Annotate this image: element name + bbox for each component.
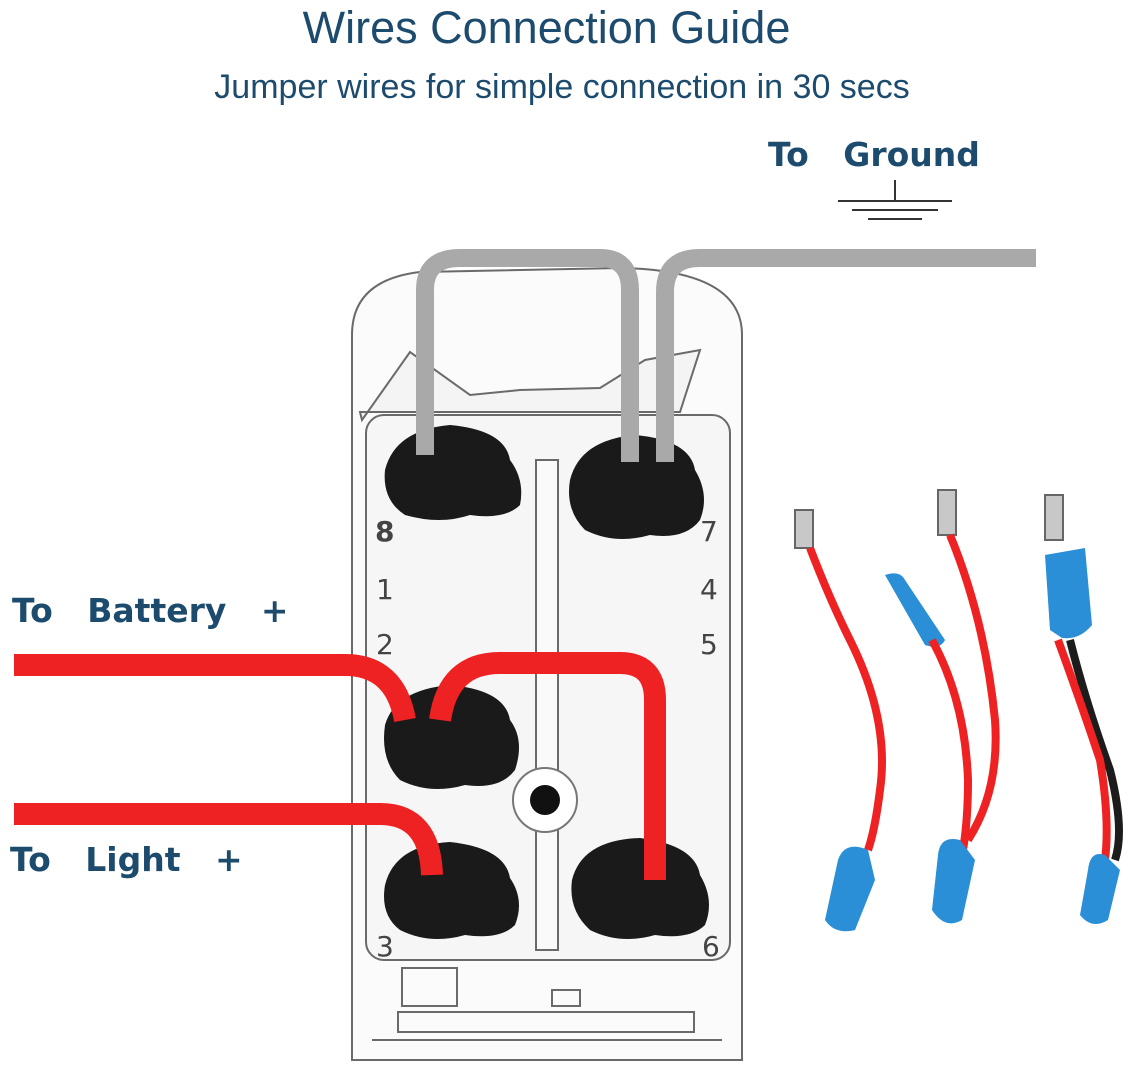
jumper-harness-3 <box>1044 494 1123 924</box>
jumper-harness-1 <box>794 509 975 932</box>
jumper-harness-2 <box>937 489 1000 843</box>
battery-label: To Battery + <box>12 591 289 630</box>
pin-label-1: 1 <box>376 573 394 606</box>
terminal-3 <box>384 842 519 939</box>
red-battery-wire <box>14 652 666 880</box>
ground-symbol <box>838 180 952 220</box>
pin-label-7: 7 <box>700 515 718 548</box>
pin-label-3: 3 <box>376 930 394 963</box>
pin-label-4: 4 <box>700 573 718 606</box>
red-light-wire <box>14 803 443 876</box>
gray-jumper-wire <box>416 249 1036 462</box>
pin-label-6: 6 <box>702 930 720 963</box>
pin-label-2: 2 <box>376 628 394 661</box>
mounting-hole <box>512 767 578 833</box>
pin-label-8: 8 <box>375 515 395 548</box>
terminal-6 <box>571 838 709 939</box>
terminal-2 <box>384 685 519 789</box>
page-subtitle: Jumper wires for simple connection in 30… <box>214 68 910 106</box>
ground-label: To Ground <box>768 135 980 174</box>
pin-label-5: 5 <box>700 628 718 661</box>
page-title: Wires Connection Guide <box>302 2 791 53</box>
light-label: To Light + <box>10 840 243 879</box>
